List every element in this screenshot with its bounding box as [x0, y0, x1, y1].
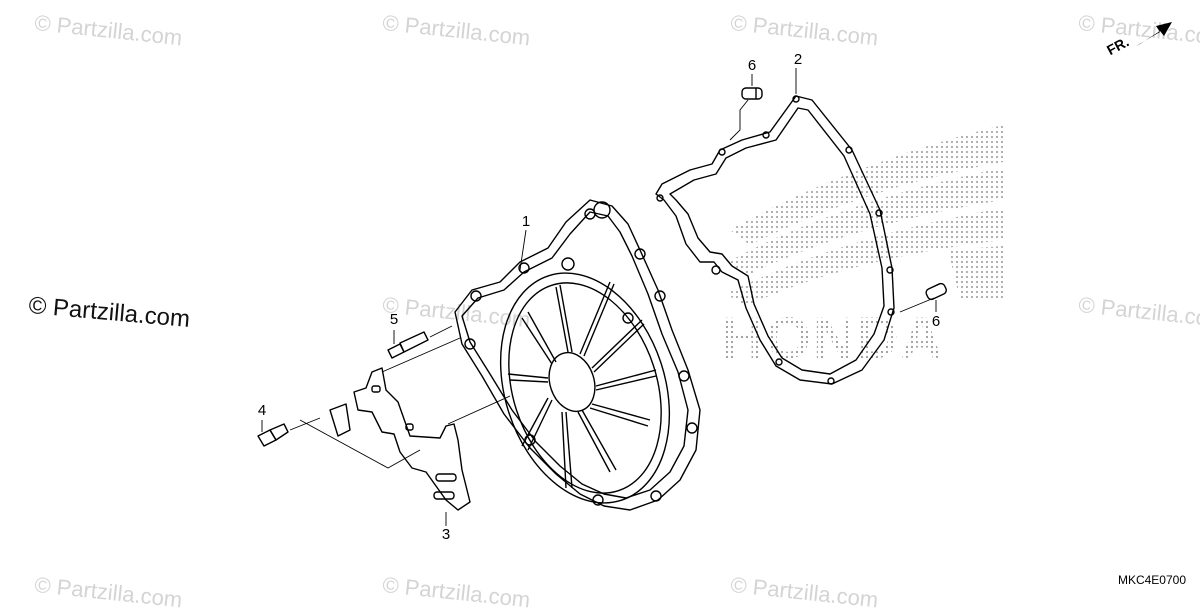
callout-3: 3	[441, 526, 451, 543]
diagram-code: MKC4E0700	[1117, 573, 1186, 587]
honda-wing-watermark	[726, 125, 1003, 306]
callout-6-upper: 6	[747, 57, 757, 74]
honda-wordmark-watermark: HONDA	[722, 306, 945, 371]
parts-diagram-canvas: © Partzilla.com © Partzilla.com © Partzi…	[28, 10, 1200, 612]
clutch-cover-gasket	[655, 95, 895, 385]
clutch-cover	[454, 199, 701, 511]
bracket	[329, 367, 471, 511]
dowel-pin-lower	[925, 282, 947, 301]
dowel-pin-upper	[741, 87, 763, 100]
callout-4: 4	[257, 402, 267, 419]
diagram-drawing: HONDA	[257, 22, 1172, 526]
flange-bolt-lower	[257, 423, 289, 447]
callout-5: 5	[389, 311, 399, 328]
callout-1: 1	[521, 213, 531, 230]
callout-2: 2	[793, 51, 803, 68]
front-direction-arrow	[1136, 22, 1172, 46]
callout-6-lower: 6	[931, 313, 941, 330]
reference-lines	[261, 68, 937, 526]
flange-bolt-upper	[387, 331, 429, 359]
